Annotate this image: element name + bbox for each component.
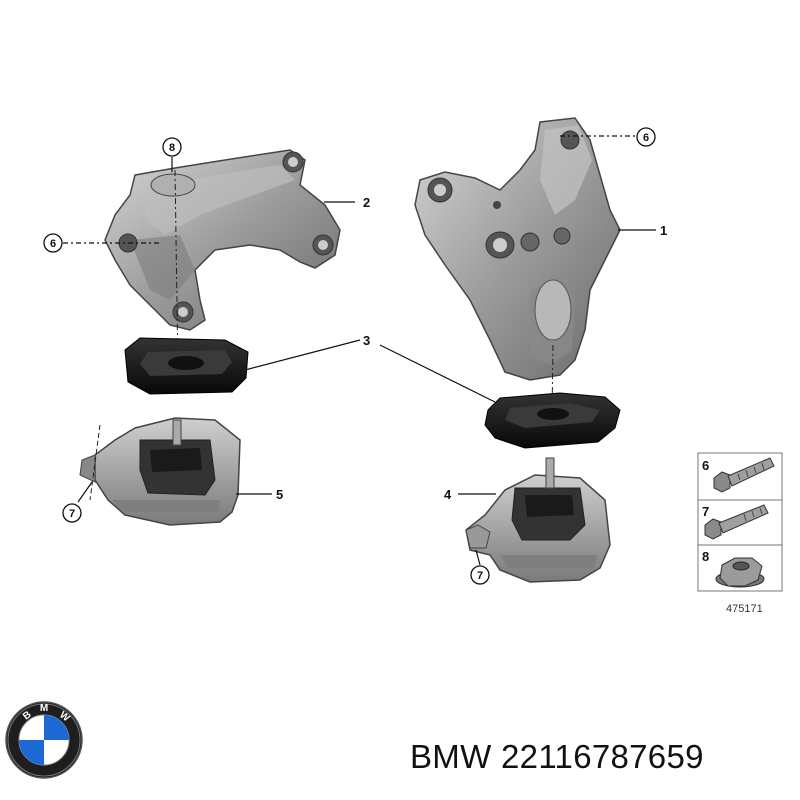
brand-name: BMW bbox=[410, 738, 492, 775]
part-label: BMW 22116787659 bbox=[410, 738, 704, 776]
svg-text:8: 8 bbox=[702, 549, 709, 564]
callout-7-right: 7 bbox=[470, 565, 490, 585]
bolt-icon bbox=[713, 457, 775, 493]
callout-2: 2 bbox=[363, 195, 370, 210]
rubber-pad-right bbox=[484, 392, 621, 449]
svg-text:7: 7 bbox=[702, 504, 709, 519]
callout-5: 5 bbox=[276, 487, 283, 502]
engine-bracket-left bbox=[104, 149, 341, 373]
callout-1: 1 bbox=[660, 223, 667, 238]
callout-6-right: 6 bbox=[636, 127, 656, 147]
engine-mount-left bbox=[79, 417, 241, 526]
svg-text:7: 7 bbox=[477, 570, 483, 582]
bmw-logo: B M W bbox=[5, 701, 83, 779]
callout-7-left: 7 bbox=[62, 503, 82, 523]
svg-text:6: 6 bbox=[702, 458, 709, 473]
fastener-legend: 6 7 8 bbox=[697, 452, 783, 592]
engine-bracket-right bbox=[414, 117, 621, 416]
bolt-icon bbox=[704, 504, 769, 540]
legend-item-8: 8 bbox=[702, 549, 765, 588]
callout-4: 4 bbox=[444, 487, 452, 502]
legend-item-7: 7 bbox=[702, 504, 769, 540]
callout-8: 8 bbox=[162, 137, 182, 157]
svg-text:M: M bbox=[40, 703, 48, 714]
part-number: 22116787659 bbox=[501, 738, 704, 775]
diagram-id: 475171 bbox=[726, 603, 763, 615]
legend-item-6: 6 bbox=[702, 457, 775, 493]
svg-text:6: 6 bbox=[50, 238, 56, 250]
callout-6-left: 6 bbox=[43, 233, 63, 253]
svg-text:6: 6 bbox=[643, 132, 649, 144]
callout-lines bbox=[63, 135, 656, 566]
svg-text:8: 8 bbox=[169, 142, 175, 154]
engine-mount-right bbox=[465, 457, 611, 583]
callout-3: 3 bbox=[363, 333, 370, 348]
nut-icon bbox=[715, 557, 765, 588]
rubber-pad-left bbox=[124, 337, 249, 395]
svg-text:7: 7 bbox=[69, 508, 75, 520]
